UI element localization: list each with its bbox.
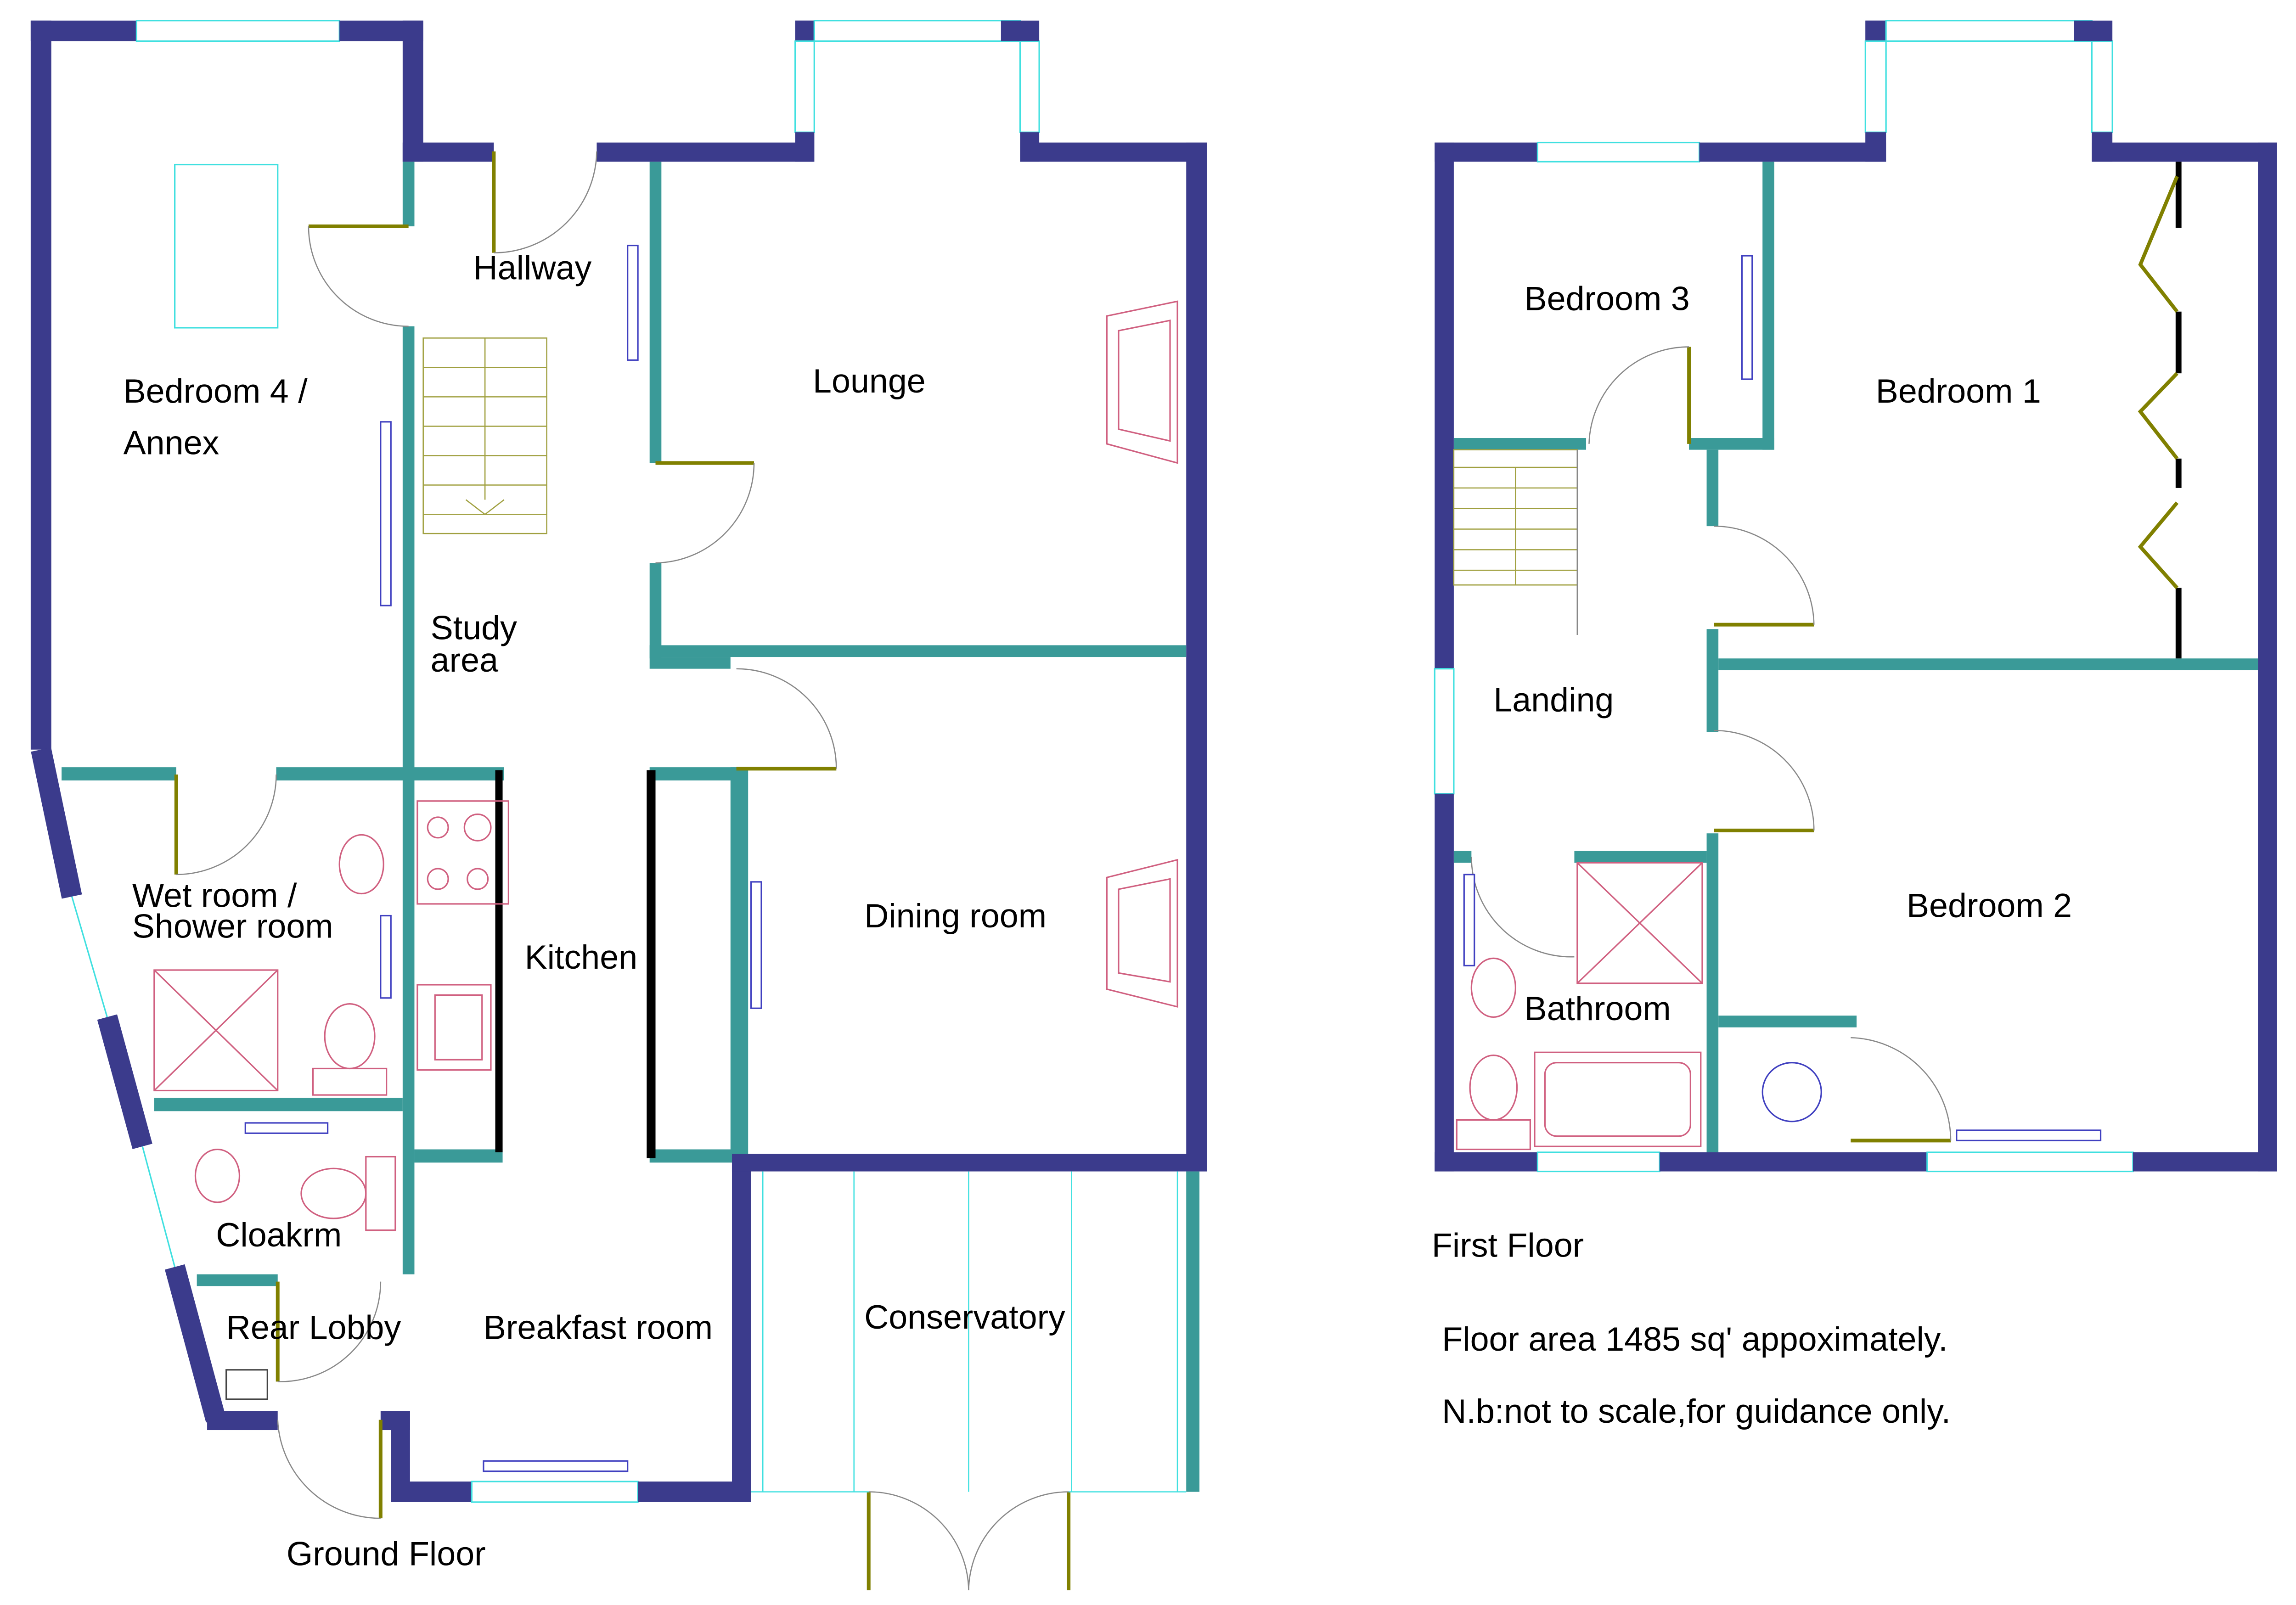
label-annex: Annex	[124, 423, 219, 461]
first-floor-title: First Floor	[1432, 1226, 1584, 1264]
first-internal-walls	[1453, 162, 2258, 1152]
label-cloakroom: Cloakrm	[216, 1216, 342, 1254]
shower-tray	[153, 969, 279, 1092]
staircase	[422, 337, 547, 534]
label-kitchen: Kitchen	[525, 938, 638, 976]
basin	[338, 834, 384, 895]
label-area: area	[431, 641, 498, 679]
basin	[194, 1148, 241, 1203]
label-landing: Landing	[1493, 681, 1614, 719]
label-lounge: Lounge	[813, 362, 926, 400]
label-study: Study	[431, 609, 517, 647]
room-labels: Bedroom 4 / Annex Hallway Lounge Study a…	[124, 248, 2072, 1572]
radiator	[1741, 255, 1753, 380]
hob	[416, 800, 509, 905]
bed-outline	[174, 163, 279, 329]
ground-fixtures	[153, 163, 1187, 1493]
first-fixtures	[1453, 255, 2102, 1150]
ground-doors	[174, 151, 1071, 1591]
label-bedroom2: Bedroom 2	[1907, 887, 2072, 925]
fireplace	[1106, 300, 1178, 464]
radiator	[483, 1460, 629, 1472]
floor-area-note: Floor area 1485 sq' appoximately.	[1442, 1320, 1947, 1358]
first-external-walls	[1434, 20, 2277, 1173]
radiator	[750, 881, 762, 1009]
label-bedroom4: Bedroom 4 /	[124, 372, 308, 410]
label-wetroom: Wet room /	[132, 876, 297, 914]
fireplace	[1106, 859, 1178, 1008]
ground-internal-walls	[62, 162, 1200, 1492]
boiler	[225, 1369, 268, 1400]
radiator	[380, 421, 392, 606]
label-shower-room: Shower room	[132, 907, 333, 945]
staircase	[1453, 449, 1578, 635]
label-bedroom1: Bedroom 1	[1876, 372, 2041, 410]
label-conservatory: Conservatory	[864, 1298, 1065, 1336]
radiator	[1956, 1129, 2102, 1141]
radiator	[627, 245, 639, 361]
label-rear-lobby: Rear Lobby	[226, 1308, 401, 1347]
ground-floor-title: Ground Floor	[287, 1535, 486, 1573]
label-bathroom: Bathroom	[1525, 989, 1671, 1027]
bath	[1534, 1051, 1702, 1147]
kitchen-sink	[416, 984, 492, 1071]
label-hallway: Hallway	[473, 248, 592, 286]
toilet	[324, 1003, 376, 1070]
radiator	[380, 915, 392, 999]
conservatory-glazing	[751, 1171, 1187, 1493]
radiator	[1463, 874, 1475, 966]
toilet	[300, 1167, 367, 1219]
first-doors	[1471, 175, 2179, 1143]
basin	[1470, 957, 1516, 1018]
label-bedroom3: Bedroom 3	[1525, 280, 1690, 318]
radiator	[244, 1122, 329, 1134]
shower-tray	[1576, 862, 1703, 984]
label-breakfast: Breakfast room	[484, 1308, 713, 1347]
ground-external-walls	[30, 20, 1207, 1503]
disclaimer-note: N.b:not to scale,for guidance only.	[1442, 1392, 1951, 1430]
water-tank	[1761, 1062, 1822, 1122]
label-dining: Dining room	[864, 897, 1047, 935]
toilet	[1469, 1055, 1518, 1121]
